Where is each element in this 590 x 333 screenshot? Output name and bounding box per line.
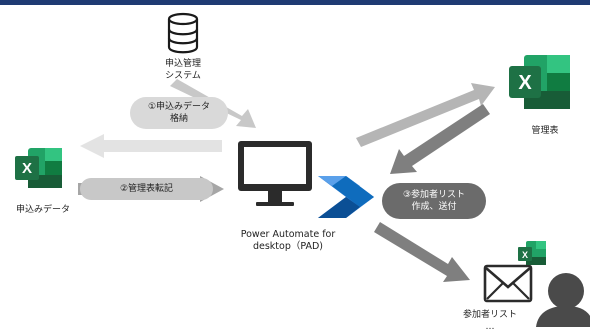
svg-text:X: X	[522, 250, 528, 260]
svg-text:X: X	[518, 72, 532, 94]
participants-label-line2: …	[485, 322, 495, 332]
step1-label-line2: 格納	[169, 114, 188, 124]
arrow-management-to-pad	[390, 104, 490, 174]
arrow-pad-to-participants	[374, 222, 470, 282]
application-data-label: 申込みデータ	[15, 205, 70, 215]
power-automate-icon	[318, 176, 374, 218]
database-label-line2: システム	[165, 71, 201, 81]
database-label: 申込管理 システム	[153, 58, 213, 82]
step2-pill	[80, 178, 213, 200]
arrow-pad-to-application	[80, 134, 222, 158]
top-accent-bar	[0, 0, 590, 5]
database-label-line1: 申込管理	[164, 59, 201, 69]
step2-label: ②管理表転記	[119, 184, 174, 194]
excel-icon: X	[518, 241, 546, 265]
step1-label: ①申込みデータ 格納	[130, 101, 228, 125]
step3-pill	[382, 183, 486, 219]
management-table-label: 管理表	[531, 126, 559, 136]
step1-label-line1: ①申込みデータ	[147, 102, 211, 112]
step3-label-line2: 作成、送付	[411, 202, 457, 212]
arrow-pad-to-management	[356, 83, 495, 147]
database-icon	[167, 12, 199, 54]
pad-label: Power Automate for desktop（PAD)	[225, 229, 351, 253]
participants-label: 参加者リスト …	[448, 309, 532, 333]
step3-label: ③参加者リスト 作成、送付	[382, 189, 486, 213]
step3-label-line1: ③参加者リスト	[402, 190, 466, 200]
pad-label-line2: desktop（PAD)	[252, 241, 324, 252]
excel-icon: X	[509, 55, 570, 109]
pad-label-line1: Power Automate for	[240, 229, 336, 240]
mail-icon	[483, 264, 533, 303]
participants-label-line1: 参加者リスト	[462, 310, 517, 320]
excel-icon: X	[15, 148, 62, 188]
person-icon	[536, 273, 590, 327]
monitor-icon	[238, 141, 312, 206]
step1-pill	[130, 97, 228, 129]
svg-text:X: X	[22, 160, 32, 177]
